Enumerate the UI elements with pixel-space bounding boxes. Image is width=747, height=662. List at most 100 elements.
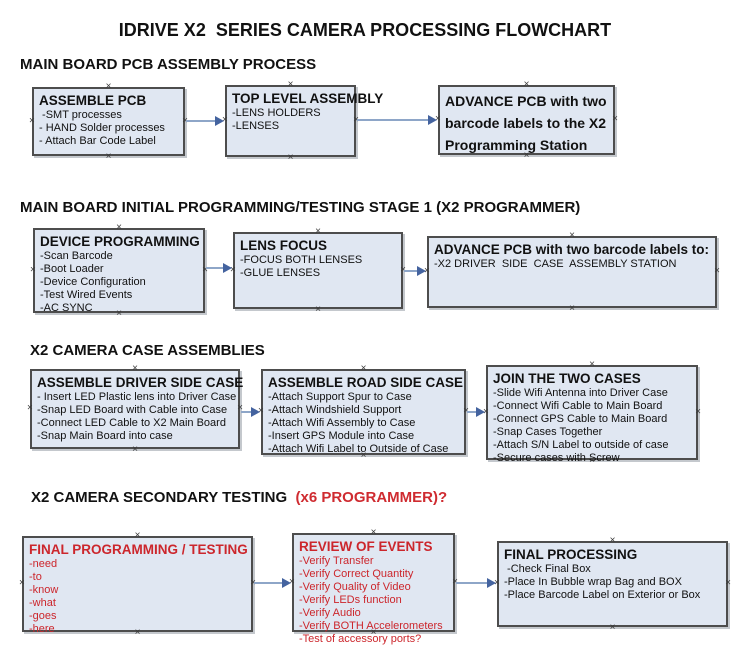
- box-item: -Verify Audio: [299, 607, 361, 619]
- connection-point-icon: ×: [202, 264, 208, 276]
- box-item: -Device Configuration: [40, 276, 146, 288]
- box-item: -Verify LEDs function: [299, 594, 402, 606]
- box-item: -GLUE LENSES: [240, 267, 321, 279]
- flow-box-assemble-road-side-case: ASSEMBLE ROAD SIDE CASE -Attach Support …: [258, 364, 469, 461]
- connection-point-icon: ×: [370, 527, 377, 538]
- connection-point-icon: ×: [569, 303, 575, 314]
- connection-point-icon: ×: [424, 265, 430, 277]
- connection-point-icon: ×: [30, 264, 36, 276]
- connection-point-icon: ×: [258, 405, 264, 417]
- box-item: -Attach Support Spur to Case: [268, 391, 412, 403]
- box-item: - Insert LED Plastic lens into Driver Ca…: [37, 391, 237, 403]
- box-item: -Verify BOTH Accelerometers: [299, 620, 443, 632]
- box-item: -AC SYNC: [40, 302, 93, 314]
- box-item: -Attach Windshield Support: [268, 404, 402, 416]
- box-item: -Scan Barcode: [40, 250, 113, 262]
- flow-box-advance-pcb-case-assembly: ADVANCE PCB with two barcode labels to: …: [424, 231, 720, 314]
- connection-point-icon: ×: [116, 222, 122, 233]
- connection-point-icon: ×: [400, 265, 406, 275]
- connection-point-icon: ×: [230, 264, 236, 276]
- box-item: -Boot Loader: [40, 263, 104, 275]
- box-item: -Check Final Box: [504, 563, 591, 575]
- connection-point-icon: ×: [237, 402, 243, 414]
- connection-point-icon: ×: [360, 450, 367, 461]
- connection-point-icon: ×: [132, 444, 138, 455]
- box-item: -here: [29, 623, 55, 635]
- section-heading-black-part: X2 CAMERA SECONDARY TESTING: [31, 489, 292, 506]
- box-item: -SMT processes: [39, 109, 122, 121]
- connection-point-icon: ×: [494, 577, 500, 589]
- box-item: -Place In Bubble wrap Bag and BOX: [504, 576, 682, 588]
- box-item: -Slide Wifi Antenna into Driver Case: [493, 387, 668, 399]
- flow-arrow: [186, 116, 224, 126]
- box-item: -Verify Correct Quantity: [299, 568, 414, 580]
- box-item: -LENSES: [232, 120, 280, 132]
- section-heading-red-part: (x6 PROGRAMMER)?: [291, 489, 448, 506]
- connection-point-icon: ×: [134, 627, 141, 638]
- connection-point-icon: ×: [134, 530, 141, 541]
- connection-point-icon: ×: [589, 455, 595, 466]
- section-heading-pcb-assembly: MAIN BOARD PCB ASSEMBLY PROCESS: [20, 56, 317, 73]
- connection-point-icon: ×: [315, 226, 321, 237]
- box-item: -what: [29, 597, 56, 609]
- box-item: -LENS HOLDERS: [232, 107, 321, 119]
- connection-point-icon: ×: [569, 230, 575, 241]
- flow-arrow: [254, 578, 291, 588]
- box-title: FINAL PROGRAMMING / TESTING: [29, 542, 248, 557]
- box-item: -Snap Cases Together: [493, 426, 603, 438]
- box-title: DEVICE PROGRAMMING: [40, 234, 200, 249]
- connection-point-icon: ×: [287, 152, 294, 163]
- connection-point-icon: ×: [287, 79, 294, 90]
- box-item: -FOCUS BOTH LENSES: [240, 254, 363, 266]
- box-item: -to: [29, 571, 42, 583]
- connection-point-icon: ×: [353, 115, 359, 125]
- flow-arrow: [456, 578, 496, 588]
- box-item: -Secure cases with Screw: [493, 452, 620, 464]
- connection-point-icon: ×: [250, 578, 256, 588]
- connection-point-icon: ×: [370, 627, 377, 638]
- connection-point-icon: ×: [435, 113, 441, 125]
- connection-point-icon: ×: [289, 576, 295, 588]
- connection-point-icon: ×: [714, 265, 720, 277]
- box-item: -Attach Wifi Assembly to Case: [268, 417, 416, 429]
- flow-arrow: [206, 263, 232, 273]
- connection-point-icon: ×: [612, 113, 618, 125]
- box-item: -Attach S/N Label to outside of case: [493, 439, 669, 451]
- box-item: -Connect LED Cable to X2 Main Board: [37, 417, 226, 429]
- connection-point-icon: ×: [19, 577, 25, 589]
- box-item: -Place Barcode Label on Exterior or Box: [504, 589, 701, 601]
- connection-point-icon: ×: [29, 115, 35, 127]
- connection-point-icon: ×: [589, 359, 595, 370]
- box-title: TOP LEVEL ASSEMBLY: [232, 91, 384, 106]
- section-heading-secondary-testing: X2 CAMERA SECONDARY TESTING (x6 PROGRAMM…: [31, 489, 447, 506]
- page-title: IDRIVE X2 SERIES CAMERA PROCESSING FLOWC…: [118, 20, 612, 40]
- section-heading-case-assemblies: X2 CAMERA CASE ASSEMBLIES: [30, 342, 265, 359]
- connection-point-icon: ×: [523, 79, 530, 90]
- connection-point-icon: ×: [182, 116, 188, 126]
- connection-point-icon: ×: [452, 577, 458, 587]
- flow-box-final-programming-testing: FINAL PROGRAMMING / TESTING -need -to -k…: [19, 531, 256, 638]
- flow-arrow: [357, 115, 437, 125]
- flow-box-final-processing: FINAL PROCESSING -Check Final Box -Place…: [494, 536, 731, 633]
- flow-box-lens-focus: LENS FOCUS -FOCUS BOTH LENSES -GLUE LENS…: [230, 227, 406, 315]
- flow-box-advance-pcb-programming-station: ADVANCE PCB with two barcode labels to t…: [435, 80, 618, 161]
- box-title: FINAL PROCESSING: [504, 547, 638, 562]
- box-title: JOIN THE TWO CASES: [493, 371, 641, 386]
- box-title: ADVANCE PCB with two barcode labels to t…: [445, 93, 607, 153]
- flow-arrow: [241, 407, 260, 417]
- connection-point-icon: ×: [27, 402, 33, 414]
- connection-point-icon: ×: [105, 81, 112, 92]
- box-title: REVIEW OF EVENTS: [299, 539, 433, 554]
- connection-point-icon: ×: [360, 363, 367, 374]
- connection-point-icon: ×: [463, 406, 469, 416]
- box-item: -Connect Wifi Cable to Main Board: [493, 400, 663, 412]
- connection-point-icon: ×: [116, 308, 122, 319]
- box-item: -Test of accessory ports?: [299, 633, 422, 645]
- flow-box-review-of-events: REVIEW OF EVENTS -Verify Transfer -Verif…: [289, 528, 458, 646]
- connection-point-icon: ×: [609, 535, 616, 546]
- connection-point-icon: ×: [523, 150, 530, 161]
- box-item: -Test Wired Events: [40, 289, 133, 301]
- box-item: -Snap LED Board with Cable into Case: [37, 404, 228, 416]
- flow-box-assemble-pcb: ASSEMBLE PCB -SMT processes - HAND Solde…: [29, 82, 188, 162]
- section-heading-initial-programming: MAIN BOARD INITIAL PROGRAMMING/TESTING S…: [20, 199, 581, 216]
